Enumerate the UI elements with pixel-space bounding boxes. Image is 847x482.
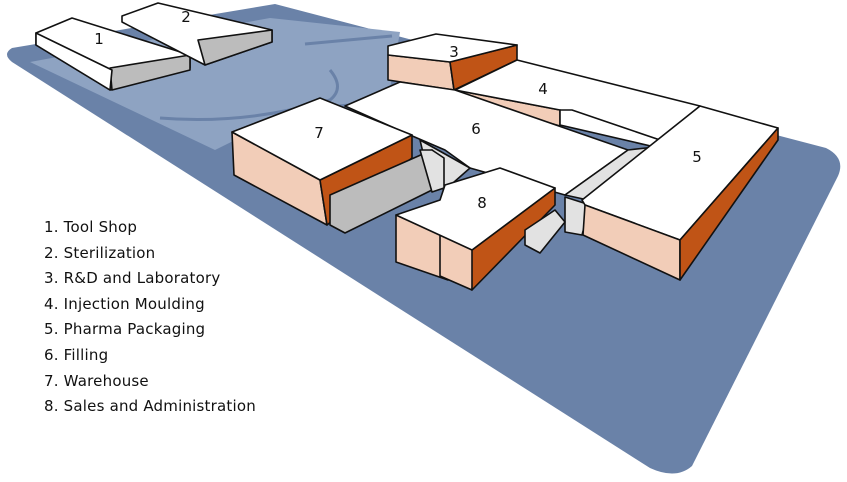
building-5-pharma-packaging[interactable] <box>564 105 779 281</box>
building-number-7: 7 <box>314 124 324 142</box>
legend-item-warehouse: 7. Warehouse <box>44 371 149 390</box>
building-number-4: 4 <box>538 80 548 98</box>
legend-item-rnd-laboratory: 3. R&D and Laboratory <box>44 269 221 288</box>
legend-item-sales-administration: 8. Sales and Administration <box>44 397 256 416</box>
building-1-tool-shop[interactable] <box>35 17 191 91</box>
building-7-warehouse[interactable] <box>231 97 445 234</box>
building-number-8: 8 <box>477 194 487 212</box>
legend-item-filling: 6. Filling <box>44 345 109 364</box>
building-8-sales-administration[interactable] <box>395 167 566 291</box>
legend-item-tool-shop: 1. Tool Shop <box>44 218 138 236</box>
legend-item-injection-moulding: 4. Injection Moulding <box>44 294 205 313</box>
road-line <box>304 34 393 46</box>
building-number-6: 6 <box>471 120 481 138</box>
building-number-1: 1 <box>94 30 104 48</box>
building-number-3: 3 <box>449 43 459 61</box>
building-number-5: 5 <box>692 148 702 166</box>
building-number-2: 2 <box>181 8 191 26</box>
building-legend: 1. Tool Shop 2. Sterilization 3. R&D and… <box>44 215 256 420</box>
building-2-sterilization[interactable] <box>121 2 273 66</box>
legend-item-sterilization: 2. Sterilization <box>44 243 156 262</box>
legend-item-pharma-packaging: 5. Pharma Packaging <box>44 320 206 339</box>
building-3-rnd-laboratory[interactable] <box>387 33 518 91</box>
